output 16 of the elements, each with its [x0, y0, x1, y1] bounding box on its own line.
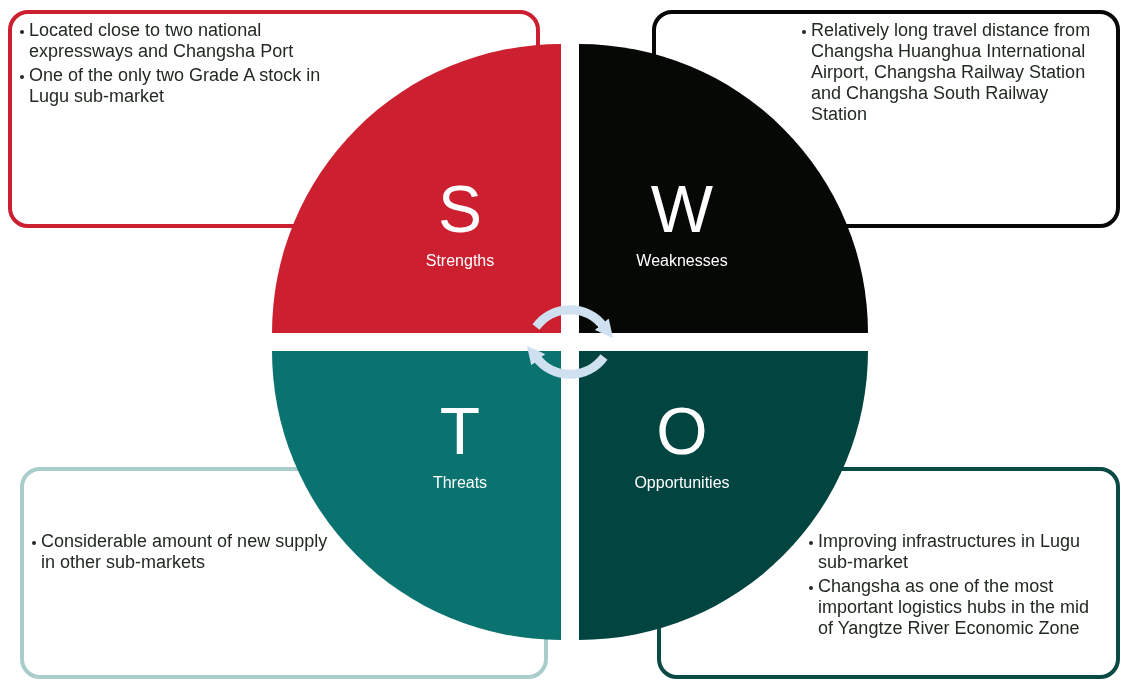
quadrant-letter: T [439, 393, 481, 470]
cycle-arrow [526, 345, 608, 379]
quadrant-label: Threats [432, 473, 488, 493]
bullet-text: Improving infrastructures in Lugu sub-market [818, 531, 1082, 573]
quadrant-label: Opportunities [634, 473, 730, 493]
bullet-text: Located close to two national expressways and Changsha Port [29, 20, 295, 62]
quadrant-letter: S [438, 171, 482, 248]
quadrant-letter: W [650, 171, 714, 248]
bullet-text: One of the only two Grade A stock in Lugu sub-market [29, 65, 322, 107]
bullet-text: Changsha as one of the most important logistics hubs in the mid of Yangtze River Economic Zone [818, 576, 1091, 639]
quadrant-letter: O [656, 393, 708, 470]
bullet-text: Relatively long travel distance from Changsha Huanghua International Airport, Changsha Railway Station and Changsha South Railway Station [811, 20, 1092, 125]
quadrant-label: Weaknesses [636, 251, 728, 271]
quadrant-label: Strengths [425, 251, 495, 271]
bullet-text: Considerable amount of new supply in other sub-markets [41, 531, 329, 573]
cycle-arrow [532, 305, 614, 339]
